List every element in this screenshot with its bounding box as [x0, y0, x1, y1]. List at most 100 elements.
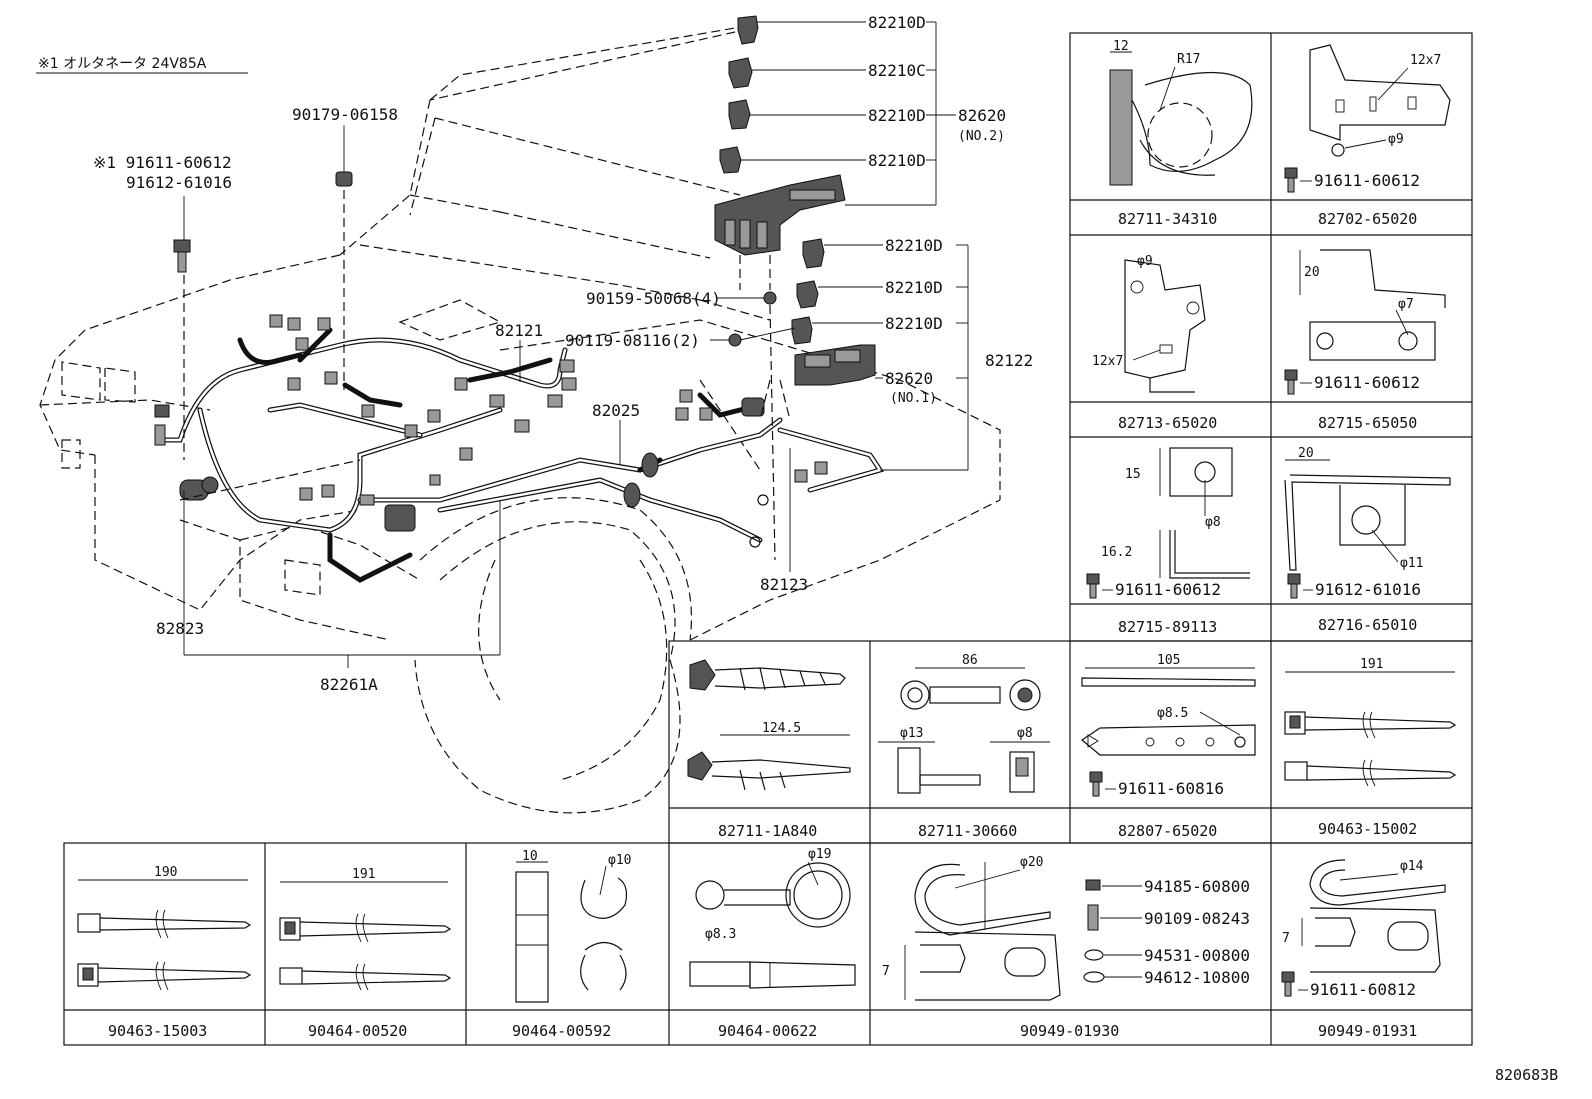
b1-caption: 82711-34310 [1118, 210, 1217, 228]
main-part-labels: 82210D 82210C 82210D 82620 (NO.2) 82210D… [93, 13, 1033, 694]
leader-lines [179, 21, 969, 668]
b9-part-1: 91611-60816 [1118, 779, 1224, 798]
b5-dim-3: 16.2 [1101, 545, 1132, 560]
label-90179: 90179-06158 [292, 105, 398, 124]
label-82261a: 82261A [320, 675, 378, 694]
main-harness-82121 [157, 327, 568, 583]
b8-dim-3: φ8 [1017, 726, 1033, 741]
b4-dim-2: φ7 [1398, 297, 1414, 312]
b15-caption: 90949-01930 [1020, 1022, 1119, 1040]
b8-dim-1: 86 [962, 653, 978, 668]
label-82210d-4: 82210D [885, 236, 943, 255]
detail-90949-01931: φ14 7 91611-60812 90949-01931 [1281, 859, 1446, 1040]
b6-dim-2: φ11 [1400, 556, 1423, 571]
drawing-code: 820683B [1495, 1066, 1558, 1084]
b13-dim-2: φ10 [608, 853, 631, 868]
detail-90949-01930: φ20 7 94185-60800 90109-08243 94531-0080… [882, 855, 1250, 1040]
b1-dim-2: R17 [1177, 52, 1200, 67]
b14-dim-2: φ8.3 [705, 927, 736, 942]
detail-82711-30660: 86 φ13 φ8 82711-30660 [878, 653, 1050, 840]
b12-dim-1: 191 [352, 867, 375, 882]
label-82210d-3: 82210D [868, 151, 926, 170]
b1-dim-1: 12 [1113, 39, 1129, 54]
detail-90464-00520: 191 90464-00520 [279, 867, 452, 1040]
detail-82711-34310: 12 R17 82711-34310 [1109, 39, 1253, 228]
detail-82715-89113: 15 φ8 16.2 91611-60612 82715-89113 [1086, 447, 1250, 636]
b13-caption: 90464-00592 [512, 1022, 611, 1040]
b5-dim-1: 15 [1125, 467, 1141, 482]
b2-dim-1: 12x7 [1410, 53, 1441, 68]
b7-dim-1: 124.5 [762, 721, 801, 736]
b16-dim-2: 7 [1282, 931, 1290, 946]
relay-block-82620-no1 [794, 344, 876, 386]
detail-90464-00622: φ19 φ8.3 90464-00622 [689, 847, 856, 1040]
b7-caption: 82711-1A840 [718, 822, 817, 840]
detail-90464-00592: 10 φ10 90464-00592 [512, 849, 631, 1040]
label-82620-bot-sub: (NO.1) [890, 391, 937, 406]
b9-dim-1: 105 [1157, 653, 1180, 668]
b9-dim-2: φ8.5 [1157, 706, 1188, 721]
detail-82702-65020: 12x7 φ9 91611-60612 82702-65020 [1284, 44, 1451, 228]
b14-dim-1: φ19 [808, 847, 831, 862]
b9-caption: 82807-65020 [1118, 822, 1217, 840]
b8-caption: 82711-30660 [918, 822, 1017, 840]
label-82620-top: 82620 [958, 106, 1006, 125]
label-82210d-5: 82210D [885, 278, 943, 297]
detail-90463-15003: 190 90463-15003 [77, 865, 252, 1040]
b15-part-3: 94531-00800 [1144, 946, 1250, 965]
relay-block-82620-no2 [714, 174, 846, 256]
label-82210d-6: 82210D [885, 314, 943, 333]
b15-part-2: 90109-08243 [1144, 909, 1250, 928]
b10-caption: 90463-15002 [1318, 820, 1417, 838]
b3-dim-1: φ9 [1137, 254, 1153, 269]
label-82210d-1: 82210D [868, 13, 926, 32]
b11-dim-1: 190 [154, 865, 177, 880]
b3-dim-2: 12x7 [1092, 354, 1123, 369]
label-82620-top-sub: (NO.2) [958, 129, 1005, 144]
label-82025: 82025 [592, 401, 640, 420]
label-82210d-2: 82210D [868, 106, 926, 125]
b16-caption: 90949-01931 [1318, 1022, 1417, 1040]
detail-82716-65010: 20 φ11 91612-61016 82716-65010 [1284, 446, 1451, 634]
harness-connectors [154, 314, 828, 548]
label-82620-bot: 82620 [885, 369, 933, 388]
b16-part-1: 91611-60812 [1310, 980, 1416, 999]
b15-part-1: 94185-60800 [1144, 877, 1250, 896]
b14-caption: 90464-00622 [718, 1022, 817, 1040]
b6-part-1: 91612-61016 [1315, 580, 1421, 599]
b8-dim-2: φ13 [900, 726, 923, 741]
b11-caption: 90463-15003 [108, 1022, 207, 1040]
b12-caption: 90464-00520 [308, 1022, 407, 1040]
b2-dim-2: φ9 [1388, 132, 1404, 147]
truck-outline [39, 27, 1001, 814]
b5-part-1: 91611-60612 [1115, 580, 1221, 599]
b2-part-1: 91611-60612 [1314, 171, 1420, 190]
label-82123: 82123 [760, 575, 808, 594]
b5-dim-2: φ8 [1205, 515, 1221, 530]
label-90159: 90159-50068(4) [586, 289, 721, 308]
b16-dim-1: φ14 [1400, 859, 1424, 874]
detail-82713-65020: φ9 12x7 82713-65020 [1092, 254, 1217, 432]
label-91611-note: ※1 91611-60612 [93, 153, 232, 172]
b15-part-4: 94612-10800 [1144, 968, 1250, 987]
b6-caption: 82716-65010 [1318, 616, 1417, 634]
b5-caption: 82715-89113 [1118, 618, 1217, 636]
detail-82711-1a840: 124.5 82711-1A840 [687, 659, 851, 840]
detail-90463-15002: 191 90463-15002 [1284, 657, 1457, 838]
b10-dim-1: 191 [1360, 657, 1383, 672]
b4-dim-1: 20 [1304, 265, 1320, 280]
engine-harness-82025 [357, 392, 884, 543]
b3-caption: 82713-65020 [1118, 414, 1217, 432]
b2-caption: 82702-65020 [1318, 210, 1417, 228]
b15-dim-1: φ20 [1020, 855, 1043, 870]
label-90119: 90119-08116(2) [565, 331, 700, 350]
label-82122: 82122 [985, 351, 1033, 370]
relays-82210 [719, 15, 825, 345]
detail-grid [63, 32, 1473, 1046]
label-82121: 82121 [495, 321, 543, 340]
label-82210c: 82210C [868, 61, 926, 80]
label-91612: 91612-61016 [126, 173, 232, 192]
b13-dim-1: 10 [522, 849, 538, 864]
b4-part-1: 91611-60612 [1314, 373, 1420, 392]
detail-82807-65020: 105 φ8.5 91611-60816 82807-65020 [1080, 653, 1256, 840]
